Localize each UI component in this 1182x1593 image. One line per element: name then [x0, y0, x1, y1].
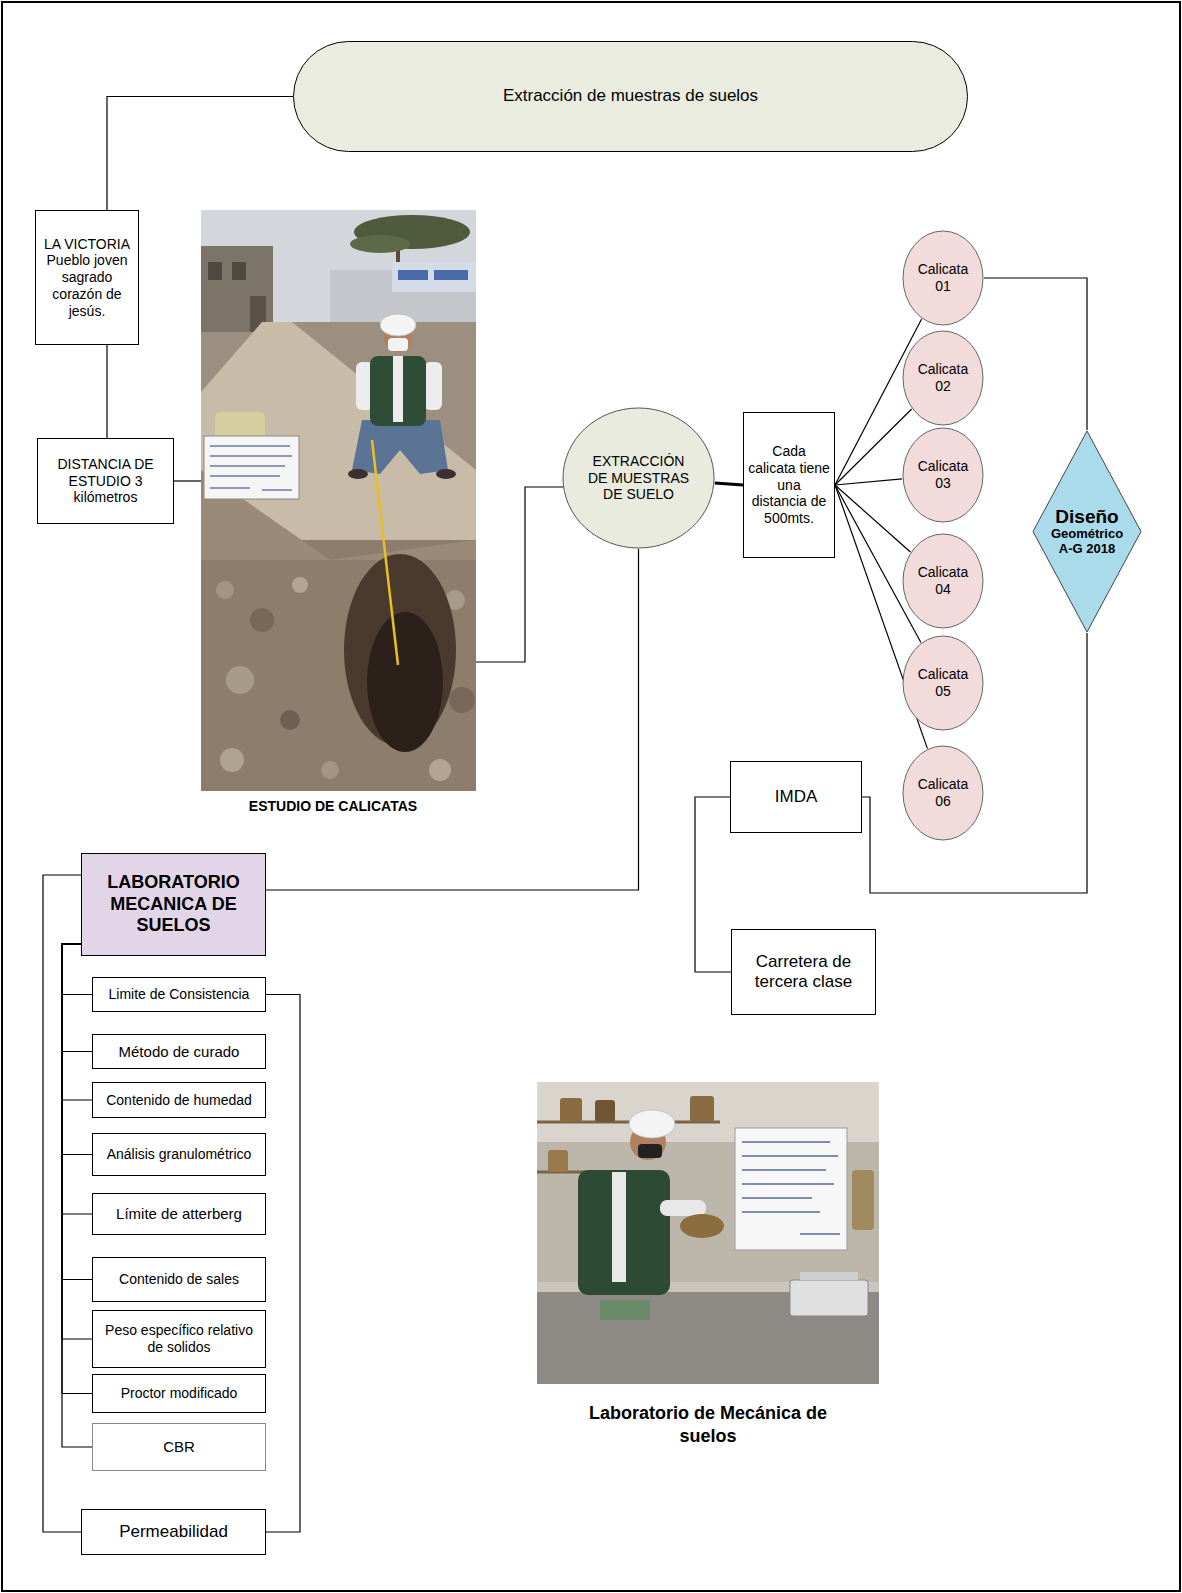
node-text: Limite de Consistencia: [109, 986, 250, 1003]
calicata-circle: Calicata 01: [902, 230, 984, 326]
node-text: IMDA: [775, 787, 818, 807]
test-box: CBR: [92, 1423, 266, 1471]
lab-photo: [537, 1082, 879, 1384]
node-text: CBR: [163, 1438, 195, 1456]
connector: [862, 633, 1087, 893]
node-text: EXTRACCIÓN DE MUESTRAS DE SUELO: [583, 453, 695, 503]
node-text: Calicata 01: [912, 261, 974, 295]
decision-diamond: DiseñoGeométrico A-G 2018: [1032, 430, 1142, 633]
test-box: Análisis granulométrico: [92, 1133, 266, 1176]
test-box: Proctor modificado: [92, 1374, 266, 1413]
connector: [62, 944, 92, 1155]
ellipse-shape: [903, 231, 983, 325]
node-text: Contenido de sales: [119, 1271, 239, 1288]
connector: [62, 944, 92, 1052]
node-text: Extracción de muestras de suelos: [503, 86, 758, 106]
ellipse-shape: [903, 636, 983, 730]
node-text: Diseño: [1055, 506, 1118, 528]
connector: [62, 944, 92, 1100]
process-box: IMDA: [730, 761, 862, 833]
photo-caption: ESTUDIO DE CALICATAS: [223, 798, 443, 816]
process-box: Carretera de tercera clase: [731, 929, 876, 1015]
connector: [106, 345, 107, 438]
connector: [107, 97, 293, 211]
ellipse-shape: [903, 331, 983, 425]
calicata-circle: Calicata 03: [902, 427, 984, 523]
connector: [835, 479, 902, 485]
node-text: DISTANCIA DE ESTUDIO 3 kilómetros: [50, 456, 162, 506]
connector: [715, 483, 743, 485]
node-text: Calicata 04: [912, 564, 974, 598]
node-text: Proctor modificado: [121, 1385, 238, 1402]
ellipse-shape: [563, 408, 714, 548]
connector: [62, 944, 92, 1214]
test-box: Método de curado: [92, 1034, 266, 1069]
location-box: LA VICTORIA Pueblo joven sagrado corazón…: [35, 210, 139, 345]
node-text: Cada calicata tiene una distancia de 500…: [748, 443, 830, 527]
test-box: Peso específico relativo de solidos: [92, 1310, 266, 1368]
node-text: Método de curado: [119, 1043, 240, 1061]
node-text: Permeabilidad: [119, 1522, 228, 1542]
node-text: Calicata 06: [912, 776, 974, 810]
title-pill: Extracción de muestras de suelos: [293, 41, 968, 152]
ellipse-shape: [903, 746, 983, 840]
node-text: Geométrico A-G 2018: [1047, 527, 1127, 557]
connector: [266, 995, 300, 1533]
connector: [43, 875, 81, 1532]
process-ellipse: EXTRACCIÓN DE MUESTRAS DE SUELO: [562, 407, 715, 549]
node-text: LABORATORIO MECANICA DE SUELOS: [89, 872, 259, 937]
distance-box: DISTANCIA DE ESTUDIO 3 kilómetros: [37, 438, 174, 524]
node-text: Calicata 03: [912, 458, 974, 492]
note-box: Cada calicata tiene una distancia de 500…: [743, 412, 835, 558]
connector: [62, 944, 92, 1339]
lab-box: LABORATORIO MECANICA DE SUELOS: [81, 853, 266, 956]
connector: [266, 549, 639, 890]
node-text: LA VICTORIA Pueblo joven sagrado corazón…: [40, 236, 134, 320]
connector: [62, 944, 92, 1394]
node-text: Calicata 02: [912, 361, 974, 395]
field-photo: [201, 210, 476, 791]
ellipse-shape: [903, 428, 983, 522]
connector: [695, 797, 731, 972]
node-text: Carretera de tercera clase: [739, 952, 869, 993]
test-box: Contenido de sales: [92, 1257, 266, 1302]
connector: [62, 944, 92, 1280]
leader-line: [174, 481, 563, 662]
node-text: Límite de atterberg: [116, 1205, 242, 1223]
connector: [835, 409, 912, 485]
ellipse-shape: [903, 534, 983, 628]
test-box: Limite de Consistencia: [92, 977, 266, 1012]
connector: [984, 278, 1087, 430]
calicata-circle: Calicata 05: [902, 635, 984, 731]
test-box: Contenido de humedad: [92, 1082, 266, 1118]
photo-caption: Laboratorio de Mecánica de suelos: [568, 1402, 848, 1447]
node-text: Análisis granulométrico: [107, 1146, 252, 1163]
test-box: Permeabilidad: [81, 1509, 266, 1555]
test-box: Límite de atterberg: [92, 1193, 266, 1235]
calicata-circle: Calicata 06: [902, 745, 984, 841]
calicata-circle: Calicata 02: [902, 330, 984, 426]
calicata-circle: Calicata 04: [902, 533, 984, 629]
connector: [62, 944, 92, 1447]
node-text: Contenido de humedad: [106, 1092, 252, 1109]
diamond-shape: [1033, 431, 1141, 632]
node-text: Calicata 05: [912, 666, 974, 700]
node-text: Peso específico relativo de solidos: [97, 1322, 261, 1356]
